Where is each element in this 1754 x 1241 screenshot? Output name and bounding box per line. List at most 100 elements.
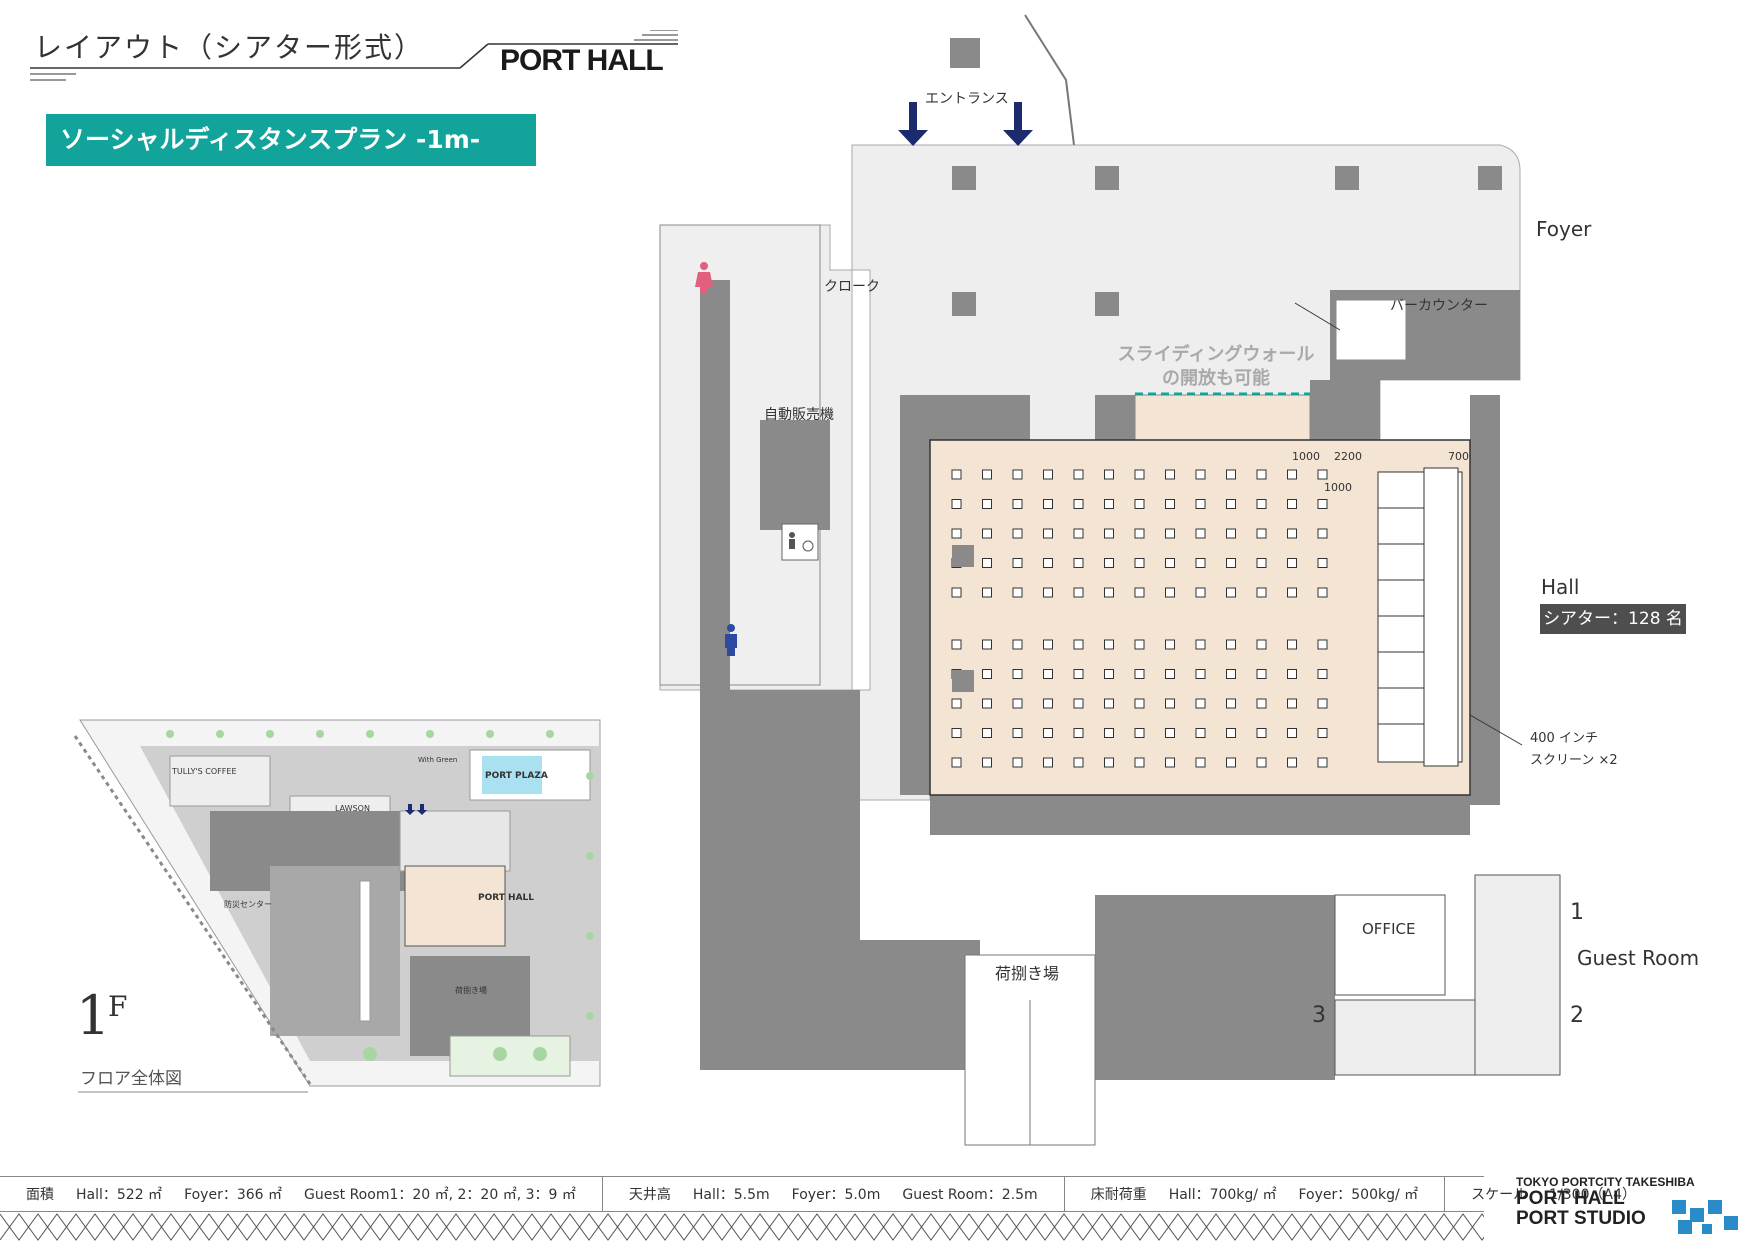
theater-seat [1012, 499, 1023, 509]
theater-seat [1012, 698, 1023, 709]
theater-seat [1226, 558, 1236, 568]
theater-seat [1287, 469, 1297, 480]
columns [765, 38, 1502, 822]
spec-ceiling-hall: Hall：5.5m [692, 1187, 770, 1203]
theater-seat [1287, 558, 1297, 568]
theater-seat [1287, 639, 1297, 650]
theater-seat [1165, 499, 1175, 509]
sliding-wall-zone [1134, 394, 1311, 441]
theater-seat [1073, 587, 1084, 598]
plan-badge: ソーシャルディスタンスプラン -1m- [46, 114, 536, 166]
theater-seat [1256, 757, 1267, 768]
theater-seat [1256, 698, 1267, 709]
theater-seat [982, 469, 992, 480]
theater-seat [1073, 639, 1084, 650]
map-label-loading: 荷捌き場 [455, 986, 487, 995]
theater-seat [1287, 698, 1297, 709]
theater-seat [1317, 469, 1328, 480]
theater-seat [1165, 587, 1175, 598]
theater-seat [1043, 528, 1053, 539]
bar-counter-label: バーカウンター [1390, 298, 1488, 314]
caption-underline [78, 1091, 308, 1093]
site-map-caption: フロア全体図 [80, 1069, 182, 1089]
hall-upper-wall-3 [1310, 380, 1380, 440]
female-restroom-icon [695, 262, 713, 294]
vending-machine-label: 自動販売機 [764, 407, 834, 423]
spec-scale-value: 1/300（A4） [1549, 1187, 1636, 1203]
spec-ceiling: 天井高 Hall：5.5m Foyer：5.0m Guest Room：2.5m [603, 1177, 1065, 1211]
theater-seat [1073, 469, 1084, 480]
theater-seat [1195, 728, 1206, 738]
theater-seat [1226, 669, 1236, 679]
map-label-port-plaza: PORT PLAZA [485, 771, 548, 781]
theater-seat [1104, 558, 1114, 568]
theater-seat [1226, 587, 1236, 598]
theater-seat [1226, 499, 1236, 509]
hall-wall-bottom [930, 795, 1470, 835]
hall-upper-wall [900, 395, 1030, 440]
spec-load-hall: Hall：700kg/ ㎡ [1168, 1187, 1277, 1203]
theater-seat [951, 499, 962, 509]
theater-seat [1073, 499, 1084, 509]
theater-seat [1226, 469, 1236, 480]
lower-left-mass-2 [700, 940, 980, 1070]
theater-seat [982, 639, 992, 650]
theater-seat [1134, 558, 1145, 568]
theater-seat [1043, 698, 1053, 709]
theater-seat [1134, 528, 1145, 539]
theater-seat [982, 669, 992, 679]
map-label-port-hall: PORT HALL [478, 893, 535, 903]
theater-seat [1012, 669, 1023, 679]
stage-rear [1423, 467, 1459, 767]
foyer-label: Foyer [1536, 217, 1592, 241]
capacity-badge: シアター：128 名 [1540, 604, 1686, 634]
theater-seat [982, 757, 992, 768]
theater-seat [1226, 639, 1236, 650]
footer-pattern [0, 1213, 1484, 1241]
theater-seat [1043, 639, 1053, 650]
theater-seat [951, 469, 962, 480]
theater-seat [1317, 587, 1328, 598]
accessible-restroom-icon [781, 523, 819, 561]
theater-seat [1195, 558, 1206, 568]
theater-seat [1317, 528, 1328, 539]
cloak-label: クローク [824, 279, 880, 295]
spec-area-guest: Guest Room1：20 ㎡, 2：20 ㎡, 3：9 ㎡ [304, 1187, 576, 1203]
theater-seat [1043, 728, 1053, 738]
spec-area-foyer: Foyer：366 ㎡ [184, 1187, 283, 1203]
theater-seat [1104, 469, 1114, 480]
spec-area-hall: Hall：522 ㎡ [76, 1187, 163, 1203]
theater-seat [1134, 587, 1145, 598]
theater-seat [1043, 558, 1053, 568]
theater-seat [1043, 669, 1053, 679]
floor-number: 1 [76, 984, 111, 1047]
screen-note-line2: スクリーン ×2 [1530, 753, 1618, 768]
dimension-1000-horizontal: 1000 [1292, 450, 1320, 463]
theater-seat [1256, 728, 1267, 738]
theater-seat [1317, 499, 1328, 509]
theater-seat [1226, 757, 1236, 768]
theater-seat [1165, 558, 1175, 568]
sliding-wall-note-line2: の開放も可能 [1162, 368, 1270, 389]
sliding-wall-note: スライディングウォール の開放も可能 [1116, 343, 1316, 391]
theater-seat [1134, 757, 1145, 768]
theater-seat [1104, 669, 1114, 679]
spec-footer: 面積 Hall：522 ㎡ Foyer：366 ㎡ Guest Room1：20… [0, 1176, 1636, 1212]
entrance-ramp-line [1024, 14, 1075, 146]
theater-seat [1134, 669, 1145, 679]
map-label-bosai-center: 防災センター [224, 900, 272, 909]
theater-seat [1165, 639, 1175, 650]
theater-seat [1104, 757, 1114, 768]
hall-wall-left [900, 395, 930, 795]
spec-floor-load: 床耐荷重 Hall：700kg/ ㎡ Foyer：500kg/ ㎡ [1065, 1177, 1446, 1211]
theater-seat [1256, 587, 1267, 598]
theater-seat [1287, 669, 1297, 679]
theater-seat [1073, 528, 1084, 539]
theater-seat [1012, 757, 1023, 768]
office-room [1334, 894, 1446, 996]
theater-seat [1195, 698, 1206, 709]
theater-seat [1226, 528, 1236, 539]
theater-seat [1165, 728, 1175, 738]
theater-seat [1134, 728, 1145, 738]
theater-seat [1073, 728, 1084, 738]
